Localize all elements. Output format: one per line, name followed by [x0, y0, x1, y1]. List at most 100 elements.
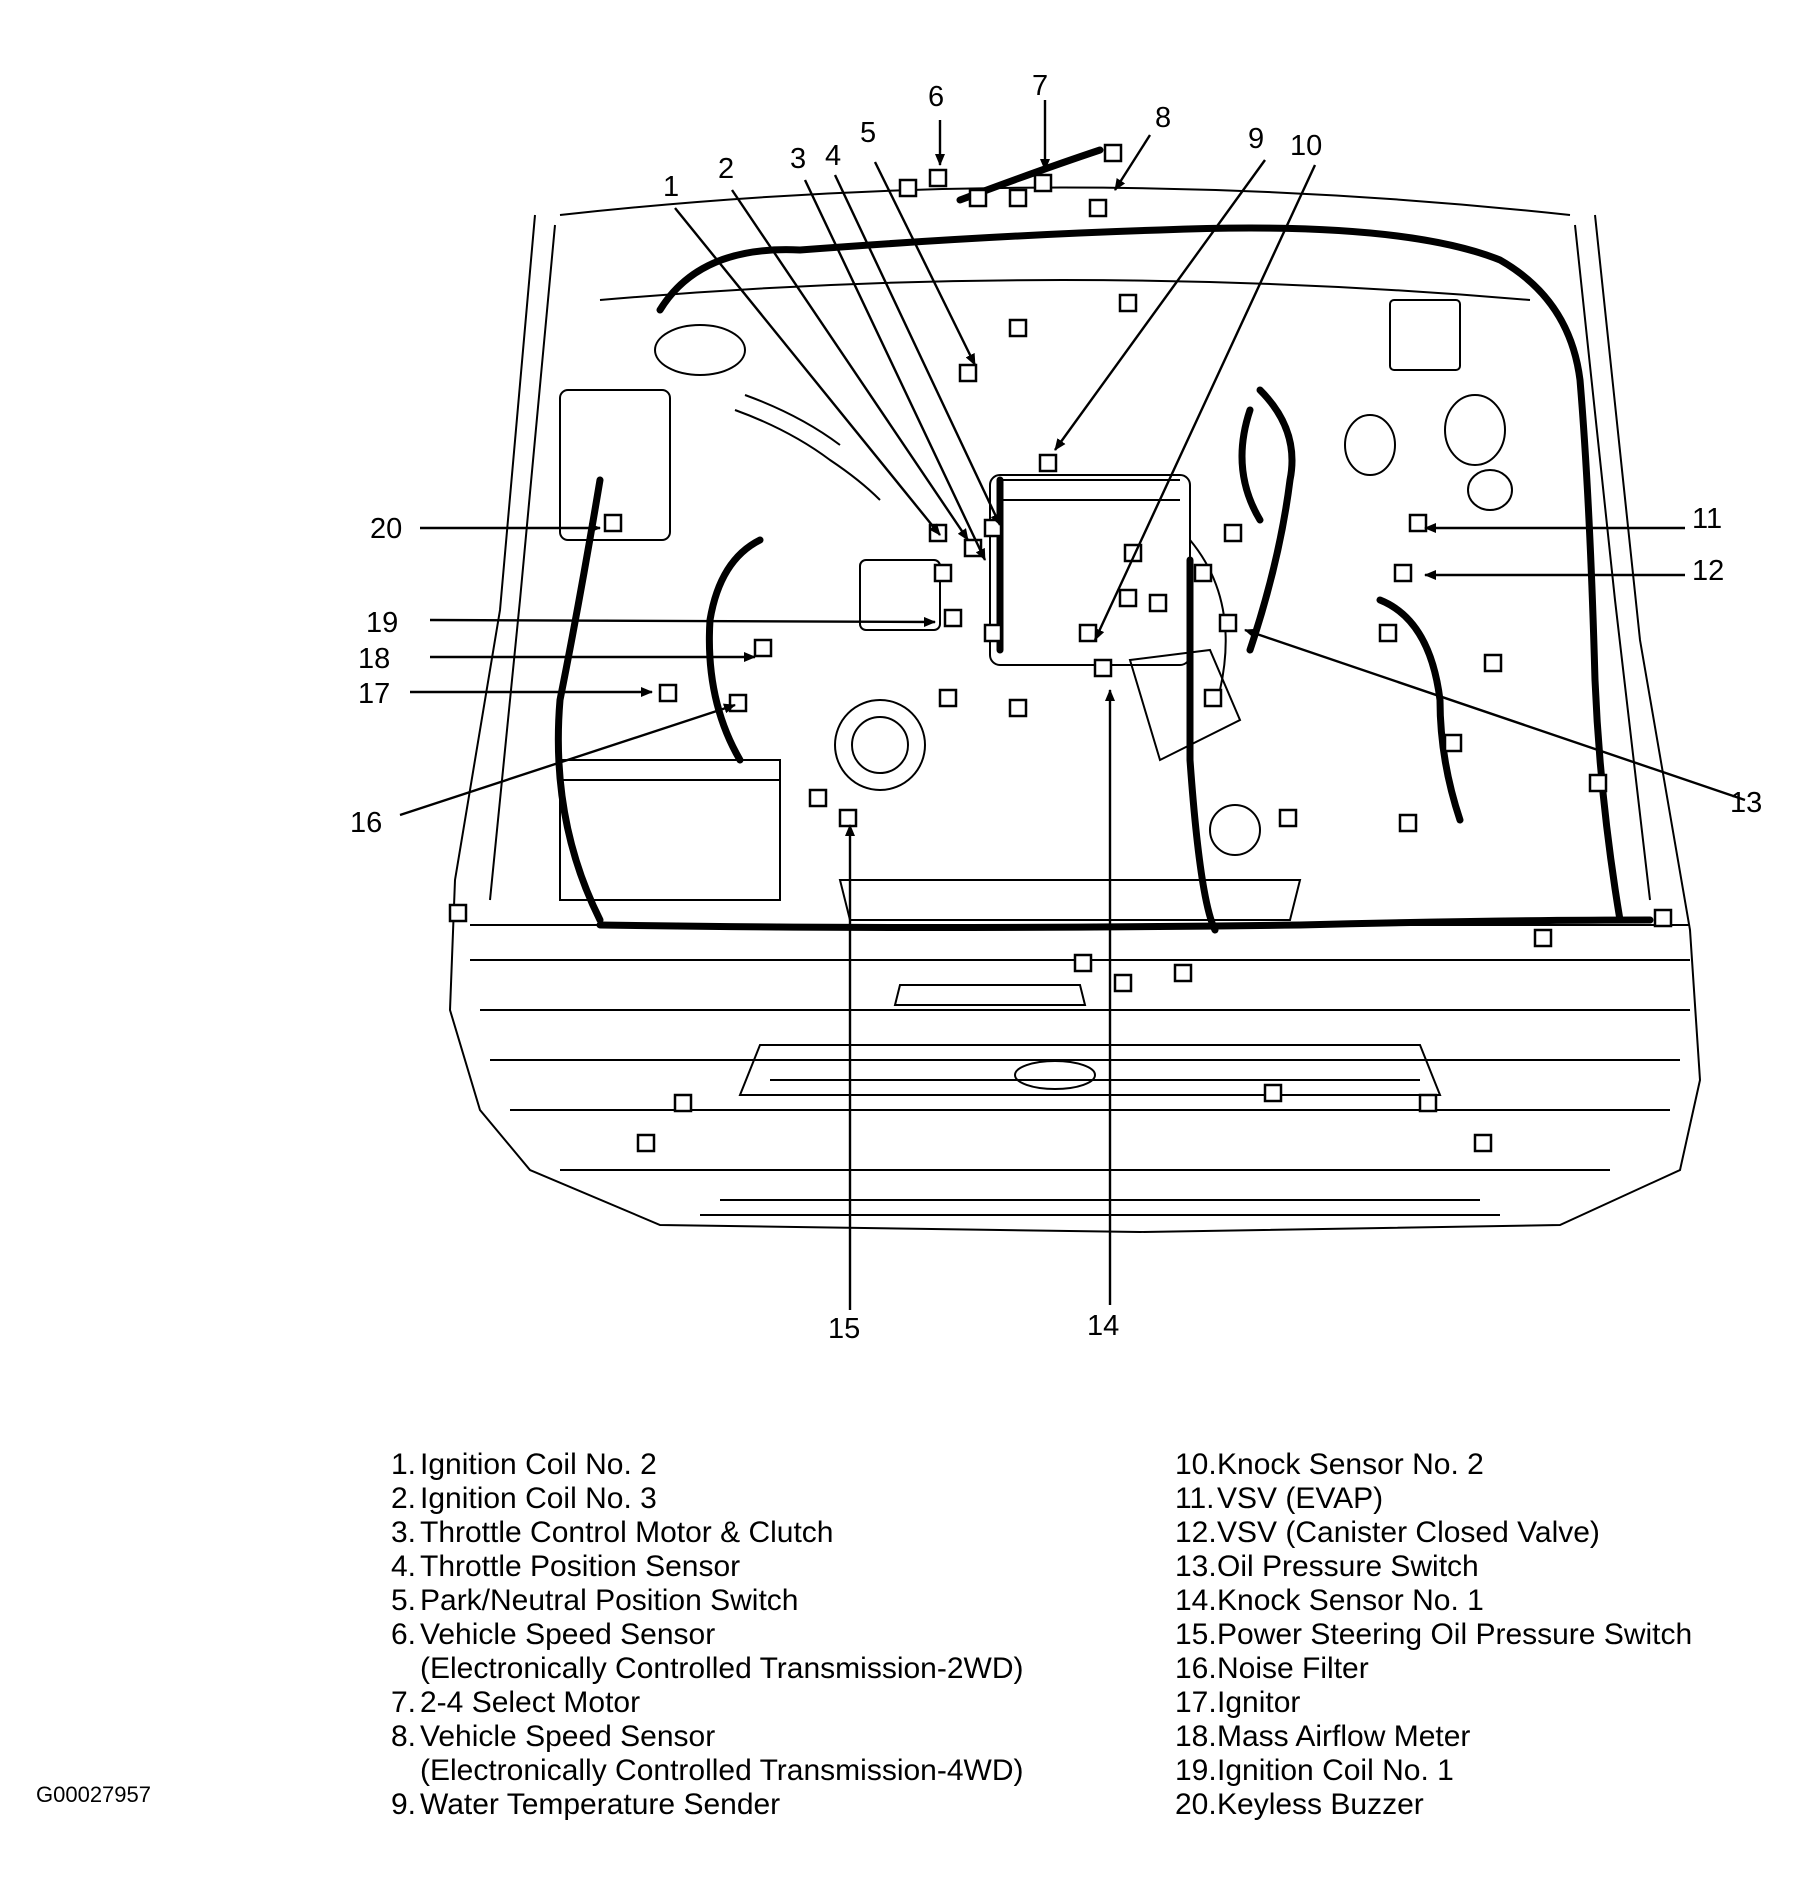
- callout-9: 9: [1248, 123, 1264, 155]
- legend-text: Vehicle Speed Sensor: [420, 1618, 716, 1651]
- legend-right-column: 10.Knock Sensor No. 2 11.VSV (EVAP) 12.V…: [1175, 1448, 1775, 1822]
- legend-item-2: 2.Ignition Coil No. 3: [378, 1482, 1098, 1516]
- legend-num: 4.: [390, 1550, 416, 1583]
- legend-item-4: 4.Throttle Position Sensor: [378, 1550, 1098, 1584]
- legend-text: Oil Pressure Switch: [1217, 1550, 1479, 1583]
- legend-num: 11.: [1175, 1482, 1215, 1515]
- leader-5: [873, 161, 977, 366]
- legend-item-14: 14.Knock Sensor No. 1: [1175, 1584, 1775, 1618]
- callout-11: 11: [1692, 503, 1722, 535]
- callout-19: 19: [366, 607, 398, 639]
- callout-10: 10: [1290, 130, 1322, 162]
- legend-left-column: 1.Ignition Coil No. 2 2.Ignition Coil No…: [378, 1448, 1098, 1822]
- legend-item-16: 16.Noise Filter: [1175, 1652, 1775, 1686]
- legend-text: Mass Airflow Meter: [1217, 1720, 1471, 1753]
- legend-num: 1.: [390, 1448, 416, 1481]
- legend-item-1: 1.Ignition Coil No. 2: [378, 1448, 1098, 1482]
- legend-num: 5.: [390, 1584, 416, 1617]
- legend-text: Throttle Control Motor & Clutch: [420, 1516, 834, 1549]
- legend-item-17: 17.Ignitor: [1175, 1686, 1775, 1720]
- legend-num: 2.: [390, 1482, 416, 1515]
- callout-15: 15: [828, 1313, 860, 1345]
- legend-text: Ignition Coil No. 3: [420, 1482, 657, 1515]
- legend-item-5: 5.Park/Neutral Position Switch: [378, 1584, 1098, 1618]
- leader-2: [731, 189, 969, 541]
- legend-num: 13.: [1175, 1550, 1217, 1583]
- callout-leaders: [399, 100, 1746, 1310]
- legend-text: Noise Filter: [1217, 1652, 1369, 1685]
- callout-labels: 1 2 3 4 5 6 7 8 9 10 11 12 13 14 15 16 1…: [350, 70, 1762, 1345]
- legend-text: Ignition Coil No. 1: [1217, 1754, 1454, 1787]
- legend-item-11: 11.VSV (EVAP): [1175, 1482, 1775, 1516]
- callout-12: 12: [1692, 555, 1724, 587]
- connectors: [448, 143, 1673, 1153]
- wiring-harness: [554, 146, 1654, 934]
- callout-7: 7: [1032, 70, 1048, 102]
- legend-num: 3.: [390, 1516, 416, 1549]
- legend-num: 9.: [390, 1788, 416, 1821]
- legend-item-3: 3.Throttle Control Motor & Clutch: [378, 1516, 1098, 1550]
- legend-item-13: 13.Oil Pressure Switch: [1175, 1550, 1775, 1584]
- legend-text: Knock Sensor No. 2: [1217, 1448, 1484, 1481]
- leader-13: [1244, 628, 1746, 802]
- callout-20: 20: [370, 513, 402, 545]
- callout-8: 8: [1155, 102, 1171, 134]
- leader-19: [429, 616, 936, 627]
- legend-text: Keyless Buzzer: [1217, 1788, 1424, 1821]
- callout-13: 13: [1730, 787, 1762, 819]
- leader-10: [1093, 164, 1317, 641]
- legend-item-8: 8.Vehicle Speed Sensor: [378, 1720, 1098, 1754]
- legend-item-6-detail: (Electronically Controlled Transmission-…: [420, 1652, 1024, 1685]
- legend-text: VSV (EVAP): [1217, 1482, 1384, 1515]
- legend-num: 10.: [1175, 1448, 1217, 1481]
- leader-1: [674, 207, 941, 536]
- callout-17: 17: [358, 678, 390, 710]
- legend-text: 2-4 Select Motor: [420, 1686, 641, 1719]
- legend-num: 14.: [1175, 1584, 1217, 1617]
- engine-components: [559, 299, 1513, 921]
- legend-num: 6.: [390, 1618, 416, 1651]
- legend-item-19: 19.Ignition Coil No. 1: [1175, 1754, 1775, 1788]
- callout-18: 18: [358, 643, 390, 675]
- legend-item-9: 9.Water Temperature Sender: [378, 1788, 1098, 1822]
- legend-num: 7.: [390, 1686, 416, 1719]
- legend-num: 12.: [1175, 1516, 1217, 1549]
- callout-16: 16: [350, 807, 382, 839]
- legend-text: Power Steering Oil Pressure Switch: [1217, 1618, 1693, 1651]
- legend-item-15: 15.Power Steering Oil Pressure Switch: [1175, 1618, 1775, 1652]
- leader-16: [399, 703, 736, 817]
- legend-num: 20.: [1175, 1788, 1217, 1821]
- legend-num: 19.: [1175, 1754, 1217, 1787]
- figure-id: G00027957: [36, 1782, 151, 1807]
- callout-6: 6: [928, 81, 944, 113]
- legend-text: Knock Sensor No. 1: [1217, 1584, 1484, 1617]
- legend-text: Park/Neutral Position Switch: [420, 1584, 799, 1617]
- legend-item-8-detail: (Electronically Controlled Transmission-…: [420, 1754, 1024, 1787]
- leader-8: [1113, 134, 1152, 191]
- callout-5: 5: [860, 117, 876, 149]
- legend-text: Water Temperature Sender: [420, 1788, 781, 1821]
- callout-14: 14: [1087, 1310, 1119, 1342]
- legend-text: Throttle Position Sensor: [420, 1550, 741, 1583]
- leader-3: [803, 179, 987, 561]
- legend-num: 15.: [1175, 1618, 1217, 1651]
- callout-1: 1: [663, 171, 679, 203]
- legend-item-12: 12.VSV (Canister Closed Valve): [1175, 1516, 1775, 1550]
- legend-text: Ignitor: [1217, 1686, 1301, 1719]
- legend-item-10: 10.Knock Sensor No. 2: [1175, 1448, 1775, 1482]
- vehicle-body-outline: [448, 186, 1702, 1234]
- callout-4: 4: [825, 140, 841, 172]
- leader-4: [833, 174, 1002, 526]
- legend-text: VSV (Canister Closed Valve): [1217, 1516, 1600, 1549]
- legend-item-20: 20.Keyless Buzzer: [1175, 1788, 1775, 1822]
- legend-item-18: 18.Mass Airflow Meter: [1175, 1720, 1775, 1754]
- legend-num: 16.: [1175, 1652, 1217, 1685]
- legend-item-6: 6.Vehicle Speed Sensor: [378, 1618, 1098, 1652]
- legend-num: 8.: [390, 1720, 416, 1753]
- legend-num: 18.: [1175, 1720, 1217, 1753]
- legend-text: Ignition Coil No. 2: [420, 1448, 657, 1481]
- legend-text: Vehicle Speed Sensor: [420, 1720, 716, 1753]
- callout-3: 3: [790, 143, 806, 175]
- legend-num: 17.: [1175, 1686, 1217, 1719]
